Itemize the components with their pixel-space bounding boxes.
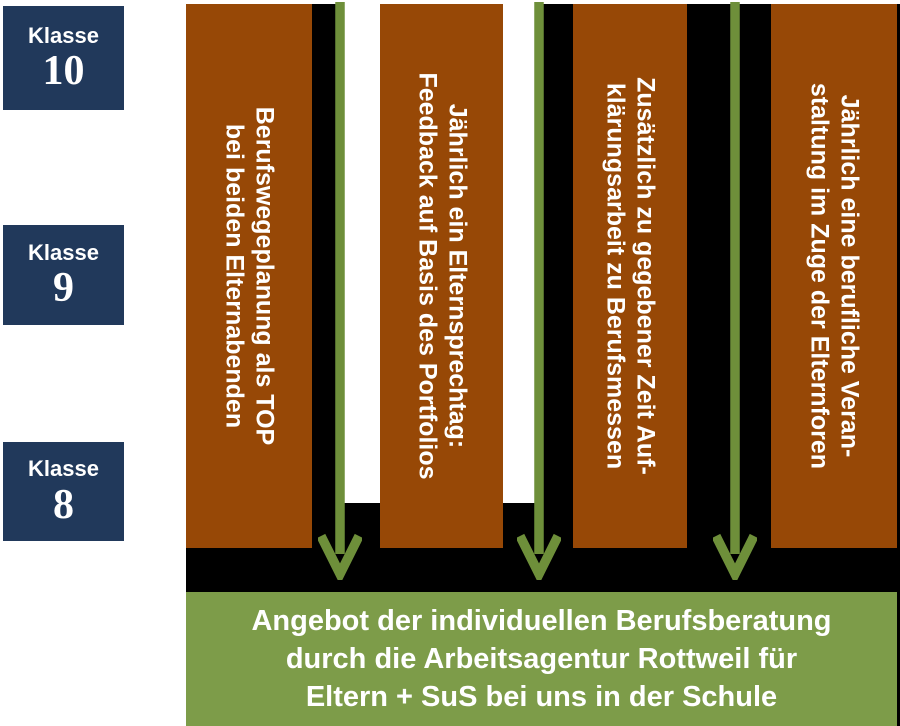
klasse-9-label: Klasse (28, 239, 99, 265)
down-arrow-icon (318, 2, 362, 580)
column-berufsmessen: Zusätzlich zu gegebener Zeit Auf- klärun… (573, 4, 687, 548)
column-berufswegeplanung-text: Berufswegeplanung als TOP bei beiden Elt… (221, 106, 279, 446)
down-arrow-icon (517, 2, 561, 580)
banner-line-3: Eltern + SuS bei uns in der Schule (305, 681, 778, 714)
banner-line-1: Angebot der individuellen Berufsberatung (251, 604, 832, 637)
klasse-9-box: Klasse 9 (3, 225, 124, 325)
column-elternforen-text: Jährlich eine berufliche Veran- staltung… (806, 82, 864, 470)
banner-berufsberatung: Angebot der individuellen Berufsberatung… (186, 592, 897, 726)
klasse-8-label: Klasse (28, 456, 99, 482)
column-gap-divider-1 (344, 0, 380, 503)
banner-line-2: durch die Arbeitsagentur Rottweil für (285, 642, 798, 675)
klasse-9-number: 9 (53, 265, 74, 312)
klasse-10-number: 10 (42, 48, 85, 95)
klasse-10-box: Klasse 10 (3, 6, 124, 110)
down-arrow-icon (713, 2, 757, 580)
column-berufsmessen-text: Zusätzlich zu gegebener Zeit Auf- klärun… (602, 77, 660, 475)
column-elternsprechtag-text: Jährlich ein Elternsprechtag: Feedback a… (413, 72, 472, 480)
column-berufswegeplanung: Berufswegeplanung als TOP bei beiden Elt… (186, 4, 312, 548)
klasse-8-number: 8 (53, 481, 74, 528)
klasse-10-label: Klasse (28, 22, 99, 48)
klasse-8-box: Klasse 8 (3, 442, 124, 541)
column-elternforen: Jährlich eine berufliche Veran- staltung… (771, 4, 897, 548)
column-elternsprechtag: Jährlich ein Elternsprechtag: Feedback a… (380, 4, 503, 548)
column-gap-divider-2 (503, 0, 538, 503)
